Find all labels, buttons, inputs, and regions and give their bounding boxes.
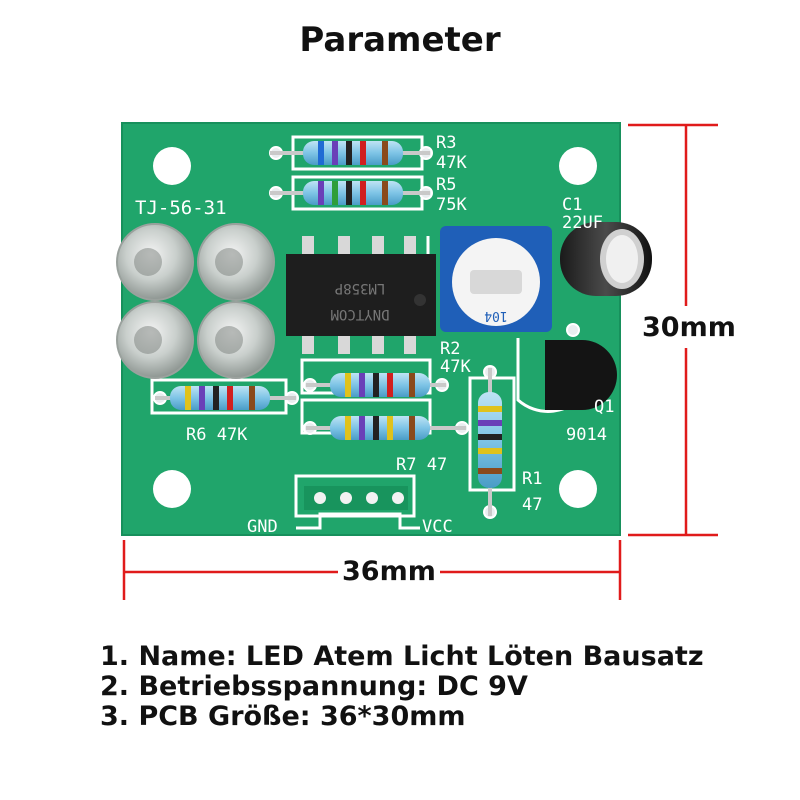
spec-item-name: 1. Name: LED Atem Licht Löten Bausatz <box>100 641 704 672</box>
mounting-hole <box>153 470 191 508</box>
spec-item-voltage: 2. Betriebsspannung: DC 9V <box>100 671 528 702</box>
label-c1-value: 22UF <box>562 213 603 233</box>
resistor-r2 <box>306 373 446 397</box>
label-r2: R2 <box>440 339 460 359</box>
resistor-r1 <box>478 368 502 516</box>
label-r1-value: 47 <box>522 495 542 515</box>
spec-list: 1. Name: LED Atem Licht Löten Bausatz 2.… <box>100 642 704 732</box>
mounting-hole <box>153 147 191 185</box>
ic-brand: DNYTCOM <box>330 306 389 322</box>
power-header <box>304 486 408 510</box>
capacitor-c1 <box>560 222 652 296</box>
spec-item-size: 3. PCB Größe: 36*30mm <box>100 701 466 732</box>
pot-code: 104 <box>484 308 508 323</box>
ic-chip: LM358P DNYTCOM <box>286 236 436 354</box>
dimension-lines <box>122 123 718 600</box>
label-r2-value: 47K <box>440 357 471 377</box>
resistor-r7 <box>306 416 466 440</box>
board-model: TJ-56-31 <box>135 197 227 219</box>
label-r6: R6 47K <box>186 425 248 445</box>
label-vcc: VCC <box>422 517 453 537</box>
resistor-r5 <box>270 181 430 205</box>
label-r3: R3 <box>436 133 456 153</box>
resistor-r3 <box>270 141 430 165</box>
label-r5-value: 75K <box>436 195 467 215</box>
page-title: Parameter <box>299 20 501 60</box>
label-r3-value: 47K <box>436 153 467 173</box>
width-dimension-label: 36mm <box>342 556 436 587</box>
transistor-q1 <box>545 340 617 410</box>
label-r1: R1 <box>522 469 542 489</box>
led-cluster <box>116 223 275 379</box>
potentiometer: 104 <box>440 226 552 332</box>
label-r7: R7 47 <box>396 455 447 475</box>
height-dimension-label: 30mm <box>642 312 736 343</box>
resistor-r6 <box>155 386 296 410</box>
label-c1: C1 <box>562 195 582 215</box>
ic-label: LM358P <box>335 280 386 296</box>
mounting-hole <box>559 470 597 508</box>
label-r5: R5 <box>436 175 456 195</box>
label-q1-value: 9014 <box>566 425 607 445</box>
label-gnd: GND <box>247 517 278 537</box>
label-q1: Q1 <box>594 397 614 417</box>
mounting-hole <box>559 147 597 185</box>
